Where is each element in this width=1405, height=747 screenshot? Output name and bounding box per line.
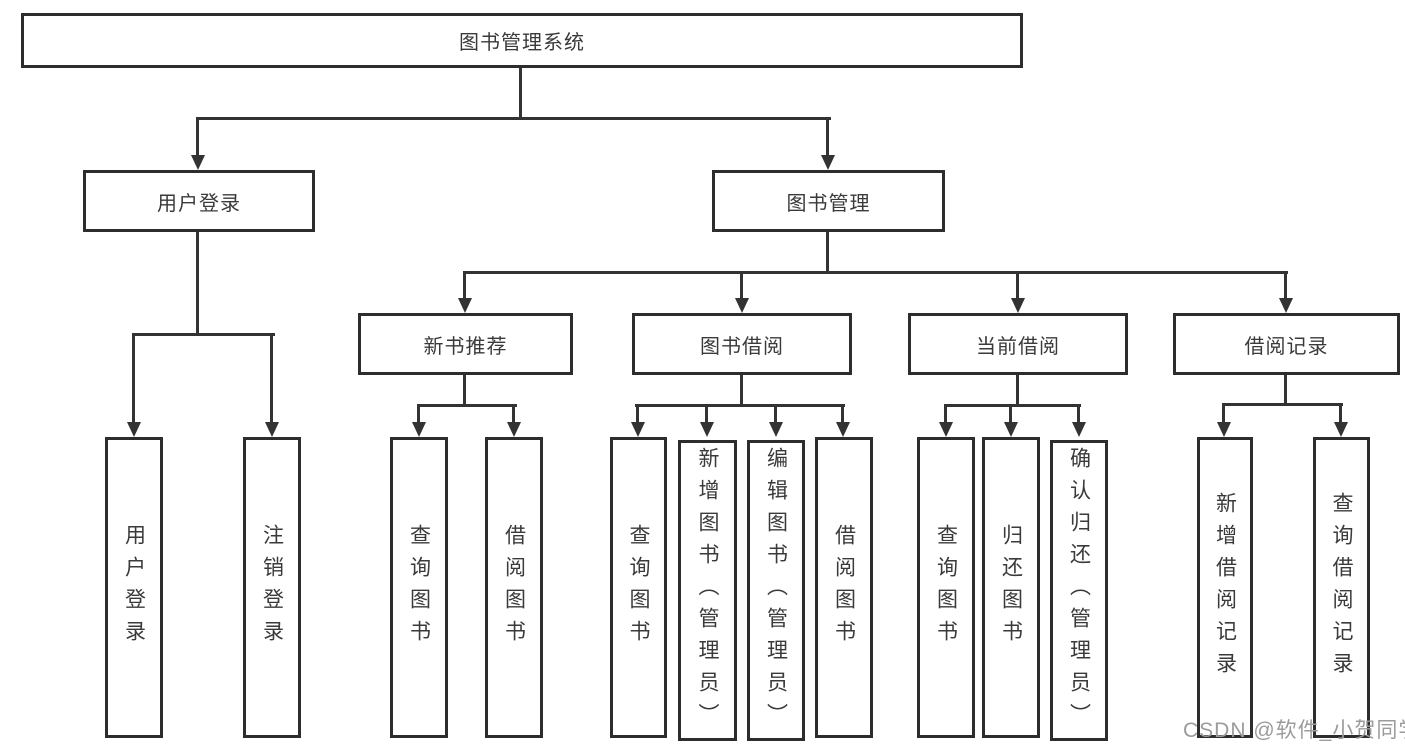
connector-line <box>1339 403 1342 423</box>
arrow-down-icon <box>191 155 205 170</box>
node-book-management: 图书管理 <box>712 170 945 232</box>
connector-line <box>1016 375 1019 407</box>
node-book-management-label: 图书管理 <box>786 192 871 215</box>
node-root-label: 图书管理系统 <box>459 32 585 54</box>
arrow-down-icon <box>412 422 426 437</box>
leaf-add-borrow-record-label: 新增借阅记录 <box>1213 491 1237 684</box>
leaf-logout-label: 注销登录 <box>260 523 284 652</box>
connector-line <box>463 375 466 407</box>
node-borrowing-records: 借阅记录 <box>1173 313 1400 375</box>
arrow-down-icon <box>700 422 714 437</box>
leaf-logout: 注销登录 <box>243 437 301 738</box>
leaf-confirm-return-admin: 确认归还（管理员） <box>1050 440 1108 741</box>
leaf-query-books-recommend-label: 查询图书 <box>407 523 431 652</box>
csdn-watermark: CSDN @软件_小贺同学 <box>1183 719 1405 742</box>
arrow-down-icon <box>821 155 835 170</box>
leaf-query-borrow-record-label: 查询借阅记录 <box>1330 491 1353 684</box>
node-new-book-recommend-label: 新书推荐 <box>423 335 508 358</box>
connector-line <box>826 117 829 155</box>
leaf-return-books: 归还图书 <box>982 437 1040 738</box>
arrow-down-icon <box>1011 298 1025 313</box>
connector-line <box>270 333 273 423</box>
connector-line <box>1077 404 1080 423</box>
connector-line <box>417 404 420 423</box>
node-current-borrowing-label: 当前借阅 <box>976 335 1060 358</box>
arrow-down-icon <box>1279 298 1293 313</box>
leaf-query-books-current: 查询图书 <box>917 437 975 738</box>
arrow-down-icon <box>836 422 850 437</box>
leaf-user-login: 用户登录 <box>105 437 163 738</box>
connector-line <box>944 404 947 423</box>
node-new-book-recommend: 新书推荐 <box>358 313 573 375</box>
connector-line <box>196 117 831 120</box>
arrow-down-icon <box>507 422 521 437</box>
node-borrowing-records-label: 借阅记录 <box>1244 335 1329 358</box>
leaf-query-books-borrowing: 查询图书 <box>610 437 667 738</box>
connector-line <box>635 404 845 407</box>
connector-line <box>196 117 199 155</box>
connector-line <box>512 404 515 423</box>
connector-line <box>1284 375 1287 406</box>
connector-line <box>1009 404 1012 423</box>
node-root: 图书管理系统 <box>21 13 1023 68</box>
arrow-down-icon <box>1004 422 1018 437</box>
leaf-add-books-admin-label: 新增图书（管理员） <box>696 446 719 735</box>
leaf-confirm-return-admin-label: 确认归还（管理员） <box>1067 446 1091 735</box>
connector-line <box>774 404 777 423</box>
connector-line <box>417 404 517 407</box>
leaf-edit-books-admin-label: 编辑图书（管理员） <box>764 446 788 735</box>
leaf-return-books-label: 归还图书 <box>999 523 1023 652</box>
node-user-login: 用户登录 <box>83 170 315 232</box>
arrow-down-icon <box>939 422 953 437</box>
arrow-down-icon <box>631 422 645 437</box>
connector-line <box>196 232 199 336</box>
connector-line <box>1284 271 1287 299</box>
node-current-borrowing: 当前借阅 <box>908 313 1128 375</box>
leaf-query-borrow-record: 查询借阅记录 <box>1313 437 1370 738</box>
arrow-down-icon <box>265 422 279 437</box>
connector-line <box>826 232 829 274</box>
arrow-down-icon <box>1217 422 1231 437</box>
connector-line <box>944 404 1081 407</box>
arrow-down-icon <box>735 298 749 313</box>
arrow-down-icon <box>1072 422 1086 437</box>
leaf-add-books-admin: 新增图书（管理员） <box>678 440 737 741</box>
connector-line <box>463 271 466 299</box>
arrow-down-icon <box>458 298 472 313</box>
connector-line <box>463 271 1288 274</box>
node-book-borrowing: 图书借阅 <box>632 313 852 375</box>
connector-line <box>1222 403 1225 423</box>
connector-line <box>705 404 708 423</box>
connector-line <box>1016 271 1019 299</box>
arrow-down-icon <box>1334 422 1348 437</box>
connector-line <box>132 333 275 336</box>
connector-line <box>636 404 639 423</box>
leaf-borrow-books-recommend: 借阅图书 <box>485 437 543 738</box>
leaf-borrow-books-label: 借阅图书 <box>832 523 856 652</box>
arrow-down-icon <box>769 422 783 437</box>
connector-line <box>740 375 743 407</box>
arrow-down-icon <box>127 422 141 437</box>
leaf-borrow-books: 借阅图书 <box>815 437 873 738</box>
connector-line <box>1222 403 1343 406</box>
leaf-query-books-recommend: 查询图书 <box>390 437 448 738</box>
connector-line <box>740 271 743 299</box>
connector-line <box>841 404 844 423</box>
leaf-query-books-borrowing-label: 查询图书 <box>627 523 650 652</box>
leaf-query-books-current-label: 查询图书 <box>934 523 958 652</box>
node-book-borrowing-label: 图书借阅 <box>700 335 784 358</box>
leaf-user-login-label: 用户登录 <box>122 523 146 652</box>
leaf-add-borrow-record: 新增借阅记录 <box>1197 437 1253 738</box>
node-user-login-label: 用户登录 <box>157 192 241 215</box>
connector-line <box>519 66 522 119</box>
leaf-borrow-books-recommend-label: 借阅图书 <box>502 523 526 652</box>
leaf-edit-books-admin: 编辑图书（管理员） <box>747 440 805 741</box>
connector-line <box>132 333 135 423</box>
